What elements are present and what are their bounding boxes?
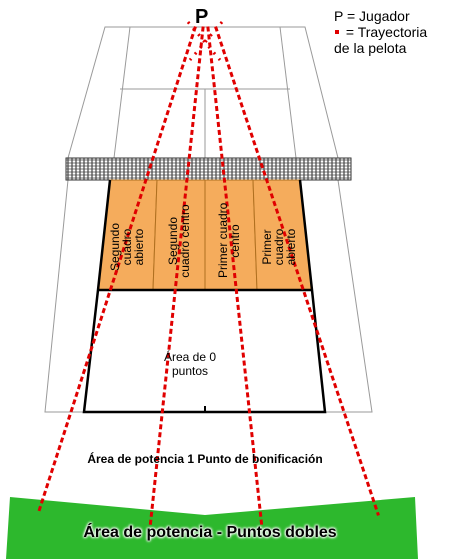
player-marker: P (195, 6, 209, 28)
legend-player: P = Jugador (334, 8, 410, 24)
bonus-area-label: Área de potencia 1 Punto de bonificación (87, 452, 323, 466)
far-court (67, 26, 339, 159)
service-area (82, 179, 327, 414)
trajectory-line (186, 21, 222, 61)
trajectory-line (148, 26, 205, 530)
trajectory-line (36, 26, 197, 516)
double-points-band (6, 497, 418, 559)
legend-trajectory-cont: de la pelota (334, 40, 407, 56)
net (65, 157, 352, 181)
trajectory-dot-icon (335, 30, 339, 35)
trajectory-line (188, 21, 224, 61)
legend-trajectory: = Trayectoria (334, 24, 427, 40)
double-points-label: Área de potencia - Puntos dobles (83, 524, 337, 541)
trajectory-line (206, 26, 264, 530)
ball-trajectories (36, 21, 380, 530)
legend-trajectory-text: = Trayectoria (342, 24, 428, 40)
trajectory-line (214, 26, 380, 516)
